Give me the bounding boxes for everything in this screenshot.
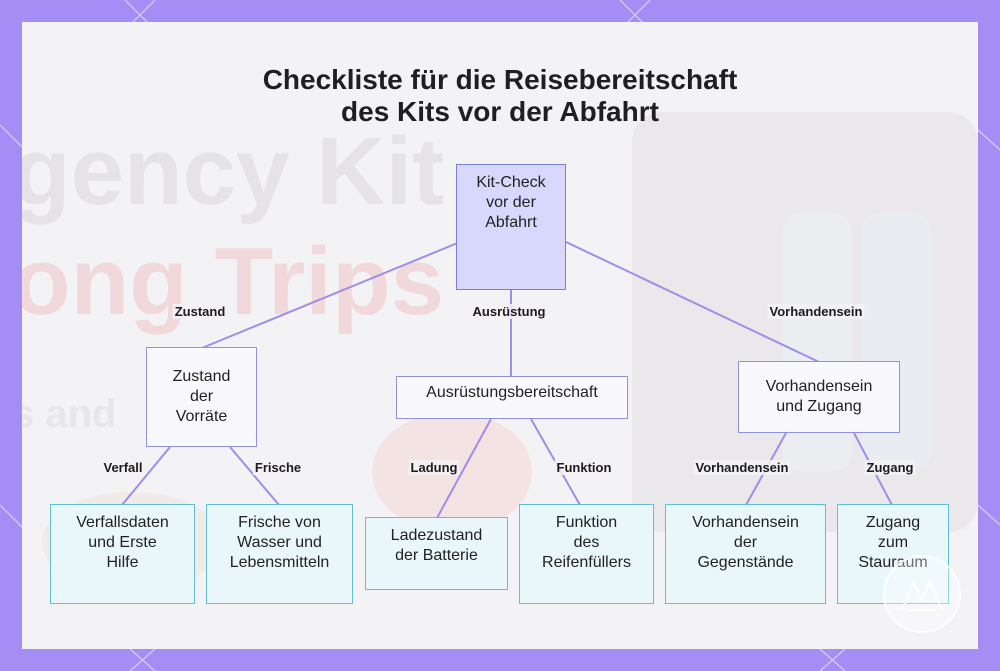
leaf-line: Wasser und (237, 534, 322, 551)
edge-label-ausruestung: Ausrüstung (470, 304, 548, 319)
leaf-line: zum (877, 534, 909, 551)
leaf-line: und Erste (88, 534, 157, 551)
leaf-verfallsdaten: Verfallsdaten und Erste Hilfe (50, 504, 195, 604)
leaf-line: des (573, 534, 600, 551)
leaf-line: Hilfe (106, 554, 139, 571)
leaf-line: Reifenfüllers (542, 554, 631, 571)
edge-label-vorhandensein: Vorhandensein (767, 304, 865, 319)
leaf-vorhandensein: Vorhandensein der Gegenstände (665, 504, 826, 604)
edge-label-verfall: Verfall (101, 460, 145, 475)
node-line: und Zugang (776, 398, 862, 415)
node-zustand-der-vorraete: Zustand der Vorräte (146, 347, 257, 447)
connector-ausruestung-ladung (436, 418, 492, 519)
connector-root-vorhandensein (565, 241, 820, 363)
edge-label-vorhandensein-child: Vorhandensein (693, 460, 791, 475)
leaf-line: der Batterie (395, 547, 478, 564)
leaf-line: Frische von (238, 514, 321, 531)
leaf-line: Lebensmitteln (229, 554, 330, 571)
root-line: Kit-Check (476, 174, 546, 191)
leaf-funktion: Funktion des Reifenfüllers (519, 504, 654, 604)
background-text-1: gency Kit (22, 118, 445, 225)
connector-zustand-frische (229, 446, 280, 506)
title-line-1: Checkliste für die Reisebereitschaft (262, 64, 738, 95)
background-text-2: ong Trips (22, 228, 444, 335)
leaf-line: Vorhandensein (692, 514, 799, 531)
background-text-3: s and (22, 392, 117, 436)
leaf-line: Zugang (865, 514, 921, 531)
edge-label-ladung: Ladung (408, 460, 460, 475)
edge-label-funktion: Funktion (554, 460, 614, 475)
page-title: Checkliste für die Reisebereitschaft des… (22, 64, 978, 128)
leaf-zugang: Zugang zum Stauraum (837, 504, 949, 604)
node-ausruestungsbereitschaft: Ausrüstungsbereitschaft (396, 376, 628, 419)
leaf-line: Funktion (555, 514, 618, 531)
edge-label-zustand: Zustand (172, 304, 228, 319)
root-node: Kit-Check vor der Abfahrt (456, 164, 566, 290)
connector-zustand-verfall (121, 446, 171, 506)
edge-label-zugang: Zugang (864, 460, 916, 475)
edge-label-frische: Frische (252, 460, 304, 475)
root-line: Abfahrt (485, 214, 537, 231)
watermark-logo-icon (883, 555, 961, 633)
leaf-line: Verfallsdaten (76, 514, 169, 531)
node-line: der (189, 388, 214, 405)
leaf-line: Gegenstände (697, 554, 794, 571)
leaf-line: Ladezustand (390, 527, 483, 544)
node-vorhandensein-und-zugang: Vorhandensein und Zugang (738, 361, 900, 433)
node-line: Vorhandensein (765, 378, 873, 395)
node-line: Ausrüstungsbereitschaft (426, 384, 598, 401)
node-line: Zustand (172, 368, 231, 385)
node-line: Vorräte (175, 408, 228, 425)
connector-root-zustand (201, 241, 461, 349)
root-line: vor der (486, 194, 536, 211)
leaf-frische: Frische von Wasser und Lebensmitteln (206, 504, 353, 604)
leaf-ladezustand: Ladezustand der Batterie (365, 517, 508, 590)
leaf-line: der (733, 534, 758, 551)
title-line-2: des Kits vor der Abfahrt (341, 96, 659, 127)
